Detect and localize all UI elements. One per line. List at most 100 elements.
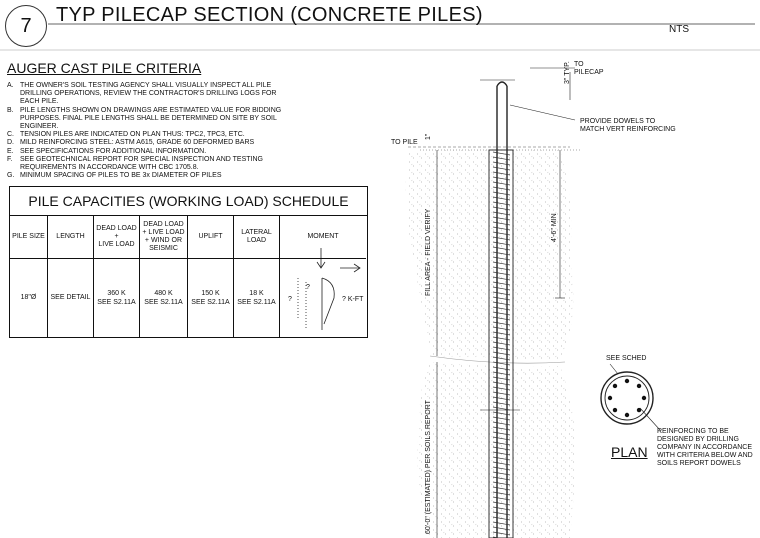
tie (492, 396, 511, 401)
schedule-header: DEAD LOAD + LIVE LOAD (94, 215, 139, 259)
tie (492, 256, 511, 261)
tie (492, 276, 511, 281)
tie (492, 316, 511, 321)
tie (492, 426, 511, 431)
plan-bar (612, 407, 618, 413)
tie (492, 191, 511, 196)
tie (492, 431, 511, 436)
tie (492, 361, 511, 366)
tie (492, 186, 511, 191)
tie (492, 511, 511, 516)
tie (492, 326, 511, 331)
note-key: F. (7, 155, 13, 163)
tie (492, 446, 511, 451)
moment-label: ? K-FT (342, 296, 364, 303)
tie (492, 346, 511, 351)
plan-bar (607, 395, 613, 401)
moment-mid-mark: ? (306, 284, 310, 291)
tie (492, 476, 511, 481)
moment-left-mark: ? (288, 296, 292, 303)
note-text: MILD REINFORCING STEEL: ASTM A615, GRADE… (20, 139, 255, 147)
criteria-note: C.TENSION PILES ARE INDICATED ON PLAN TH… (7, 131, 292, 139)
criteria-note: B. PILE LENGTHS SHOWN ON DRAWINGS ARE EST… (7, 107, 292, 132)
note-key: A. (7, 82, 14, 89)
criteria-note: E.SEE SPECIFICATIONS FOR ADDITIONAL INFO… (7, 148, 292, 156)
plan-bar (612, 383, 618, 389)
tie (492, 286, 511, 291)
plan-bars (607, 378, 647, 418)
tie (492, 236, 511, 241)
tie (492, 471, 511, 476)
tie (492, 506, 511, 511)
tie (492, 456, 511, 461)
tie (492, 231, 511, 236)
schedule-column: MOMENT (280, 215, 366, 337)
tie (492, 311, 511, 316)
tie (492, 196, 511, 201)
note-text: SEE GEOTECHNICAL REPORT FOR SPECIAL INSP… (20, 155, 263, 172)
tie (492, 201, 511, 206)
plan-bar (624, 412, 630, 418)
note-key: D. (7, 139, 14, 147)
note-key: B. (7, 106, 14, 114)
tie (492, 436, 511, 441)
tie (492, 281, 511, 286)
tie (492, 221, 511, 226)
plan-title: PLAN (611, 444, 648, 460)
tie (492, 226, 511, 231)
tie (492, 261, 511, 266)
page-title: TYP PILECAP SECTION (CONCRETE PILES) (56, 4, 483, 26)
criteria-title: AUGER CAST PILE CRITERIA (7, 60, 202, 76)
tie (492, 156, 511, 161)
tie (492, 516, 511, 521)
schedule-header: DEAD LOAD + LIVE LOAD + WIND OR SEISMIC (140, 215, 187, 259)
tie (492, 416, 511, 421)
scale-label: NTS (669, 24, 689, 35)
tie (492, 391, 511, 396)
note-text: PILE LENGTHS SHOWN ON DRAWINGS ARE ESTIM… (20, 106, 282, 131)
tie (492, 531, 511, 536)
tie (492, 176, 511, 181)
tie (492, 371, 511, 376)
pile-capacity-schedule: PILE CAPACITIES (WORKING LOAD) SCHEDULE … (9, 186, 368, 338)
tie (492, 321, 511, 326)
tie (492, 241, 511, 246)
tie (492, 151, 511, 156)
schedule-title: PILE CAPACITIES (WORKING LOAD) SCHEDULE (10, 187, 367, 216)
tie (492, 491, 511, 496)
plan-bar (636, 407, 642, 413)
tie (492, 296, 511, 301)
schedule-column: DEAD LOAD + LIVE LOAD + WIND OR SEISMIC 4… (140, 215, 188, 337)
tie (492, 486, 511, 491)
plan-pile-outline (600, 371, 654, 425)
tie (492, 341, 511, 346)
soil-upper (405, 150, 574, 360)
tie (492, 331, 511, 336)
note-text: SEE SPECIFICATIONS FOR ADDITIONAL INFORM… (20, 147, 207, 155)
tie (492, 376, 511, 381)
schedule-value: 360 K SEE S2.11A (97, 289, 136, 306)
criteria-note: D. MILD REINFORCING STEEL: ASTM A615, GRA… (7, 139, 292, 147)
pile-shaft (488, 149, 514, 538)
plan-leader (639, 407, 661, 431)
schedule-header: UPLIFT (188, 215, 233, 259)
tie (492, 351, 511, 356)
to-pile-label: TO PILE (391, 139, 418, 146)
tie (492, 271, 511, 276)
detail-number: 7 (5, 5, 47, 47)
plan-bar (624, 378, 630, 384)
tie (492, 501, 511, 506)
tie (492, 291, 511, 296)
tie (492, 166, 511, 171)
tie (492, 306, 511, 311)
tie (492, 211, 511, 216)
spiral-ties (492, 151, 511, 538)
plan-bar (636, 383, 642, 389)
schedule-value: 480 K SEE S2.11A (144, 289, 183, 306)
note-key: G. (7, 172, 15, 180)
tie (492, 481, 511, 486)
